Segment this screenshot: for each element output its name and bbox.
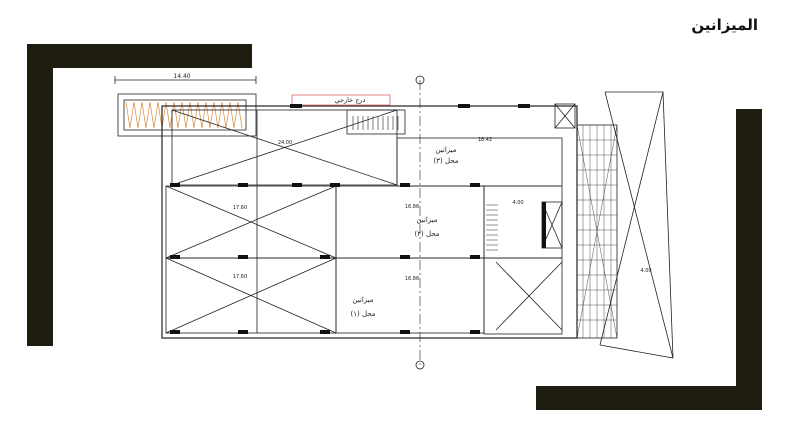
unit-1-shop: محل (١) [350,310,375,318]
unit-2-name: ميزانين [416,216,437,224]
dimension-label: 18.42 [478,137,492,143]
overall-dimension: 14.40 [173,73,190,80]
dimension-label: 16.86 [405,204,419,210]
unit-1-name: ميزانين [352,296,373,304]
plot-outline-right [599,91,674,359]
frame-top-left [27,44,252,346]
unit-2-shop: محل (٢) [414,230,439,238]
stair-core-top [346,109,406,135]
shop-3-area [396,137,563,187]
external-stair [117,93,257,137]
dimension-label: 4.00 [512,200,523,206]
frame-bottom-right [536,109,762,410]
page-title: الميزانين [691,16,758,34]
dimension-label: 17.60 [233,274,247,280]
unit-3-shop: محل (٣) [433,157,458,165]
dimension-label: 24.00 [278,140,292,146]
stair-label: درج خارجي [335,96,366,104]
dimension-label: 17.60 [233,205,247,211]
lift-box [554,103,576,129]
dimension-label: 4.00 [640,268,651,274]
shop-2-area [335,185,485,259]
dimension-label: 16.86 [405,276,419,282]
unit-3-name: ميزانين [435,146,456,154]
